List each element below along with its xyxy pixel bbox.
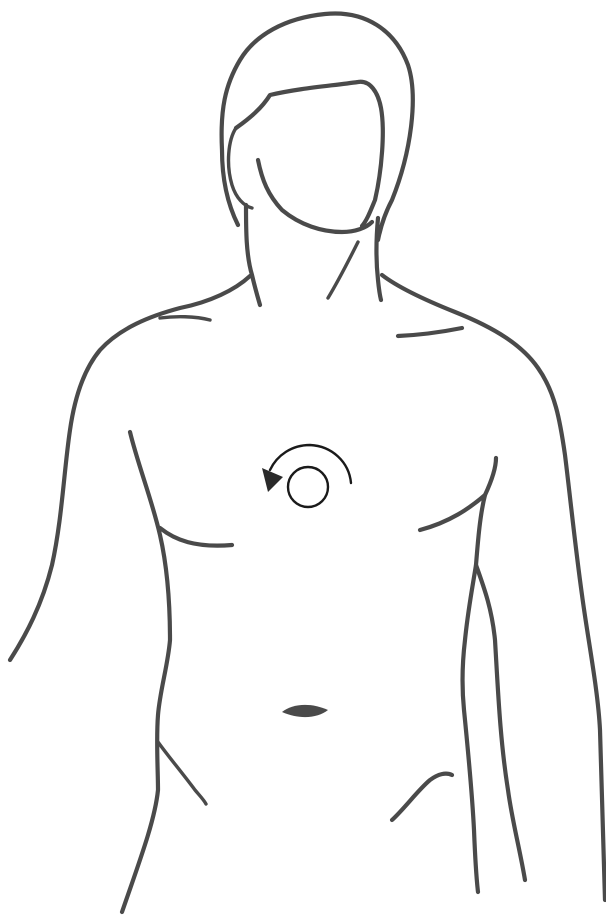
torso-group [122,432,525,912]
neck-left [246,205,260,305]
head-group [222,13,413,240]
marker-circle [288,467,328,507]
rotation-marker [262,445,351,507]
neck-group [246,205,381,305]
ear-left [229,128,252,208]
navel-mark [282,705,328,717]
face-jaw [258,160,372,232]
right-torso-side [463,495,485,892]
left-torso-side [122,432,170,912]
right-arm-inner [476,565,525,880]
left-pectoral [160,528,232,546]
shoulders-arms [10,275,605,900]
left-oblique [158,742,206,804]
right-shoulder-arm-outer [382,275,605,900]
right-hip-crease [392,774,452,820]
rotation-arrowhead-icon [262,468,283,492]
neck-muscle [328,242,358,298]
right-clavicle [398,328,462,336]
left-clavicle [160,317,210,320]
hairline [236,82,383,226]
left-shoulder-arm-outer [10,276,250,660]
